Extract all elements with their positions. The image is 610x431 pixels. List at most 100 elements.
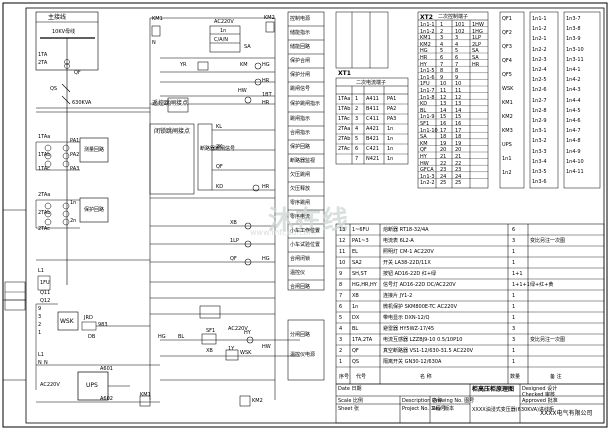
bom-cell: 6 <box>512 227 516 233</box>
bom-cell: 7 <box>339 293 343 299</box>
ctrl-label: WSK <box>240 350 252 356</box>
ctrl-label: 1n <box>220 28 227 34</box>
ctrl-label: HG <box>158 334 166 340</box>
main-wiring-header: 主接线 <box>48 14 67 21</box>
ctrl-label: KD <box>216 184 224 190</box>
xt2-cell: HG <box>420 48 428 55</box>
xt2-cell: 15 <box>455 114 462 121</box>
ta-label: 2TAa <box>38 192 51 198</box>
bom-cell: 4 <box>339 326 343 332</box>
drawing-subtitle: XXXX油浸式变压器(630KVA)进线柜 <box>472 407 554 413</box>
function-item: 储能回路 <box>290 44 311 50</box>
xt2-cell: HY <box>420 154 427 160</box>
tb-left-label: N <box>44 360 48 366</box>
pa-label: PA2 <box>70 152 80 158</box>
l1-label: L1 <box>38 268 44 274</box>
ctrl-label: HY <box>244 330 251 336</box>
xt2-cell: 7 <box>455 61 459 68</box>
bom-cell: SH,ST <box>352 271 367 277</box>
function-item: 控制电源 <box>290 16 311 22</box>
drawing-title: 柜高压柜原理图 <box>472 386 515 393</box>
bom-cell: 开关 LA38-22D/11X <box>383 260 431 266</box>
xt2-cell: 12 <box>455 94 462 101</box>
bom-cell: 1 <box>512 260 516 266</box>
bom-cell: BL <box>352 326 359 332</box>
xt1-cell: PA2 <box>387 106 397 112</box>
bom-cell: 照明灯 CM-1 AC220V <box>383 249 434 255</box>
xt2-cell: 1HW <box>472 22 484 28</box>
xt1-cell: C421 <box>366 146 380 152</box>
xt2-cell: 3 <box>440 35 444 42</box>
xt2-cell: SF1 <box>420 121 430 127</box>
tb-label: Scale 比例 <box>338 398 364 404</box>
xt2-cell: SA <box>472 48 479 55</box>
function-item: 零序跳闸 <box>290 200 311 206</box>
function-item: 合闸回路 <box>290 284 311 290</box>
xt1-cell: 2TAc <box>338 146 350 152</box>
right-list-item: 1n2-4 <box>532 67 547 73</box>
ctrl-label: XB <box>230 220 237 226</box>
bom-cell: 1+1+1 <box>512 282 530 288</box>
ct2-label: 2TA <box>38 60 48 66</box>
function-item: 温控仪 <box>290 270 306 276</box>
xt2-cell: 16 <box>455 121 462 127</box>
xt2-cell: 8 <box>455 68 459 75</box>
bom-cell: 5 <box>339 315 343 321</box>
right-list-item: QF5 <box>502 72 512 78</box>
xt2-cell: 4 <box>440 41 444 48</box>
xt1-cell: B421 <box>366 136 379 142</box>
bom-cell: 按钮 AD16-22D 红+绿 <box>383 271 437 277</box>
ctrl-label: 1LP <box>230 238 239 244</box>
right-list-item: 1n2-3 <box>532 56 547 63</box>
ctrl-label: KM2 <box>264 15 275 21</box>
watermark-brand: 沐在线 <box>268 206 350 236</box>
xt1-cell: 3 <box>355 116 359 122</box>
tb-label: Designed 设计 <box>522 386 558 392</box>
tb-label: Approved 批准 <box>522 398 558 404</box>
bom-cell: HG,HR,HY <box>352 282 377 288</box>
right-list-item: 1n4-2 <box>566 77 581 84</box>
right-list-item: QF1 <box>502 16 512 22</box>
right-list-item: 1n3-9 <box>566 36 581 43</box>
xt2-cell: KM2 <box>420 41 431 48</box>
right-list-item: 1n2-6 <box>532 87 547 94</box>
xt1-cell: N421 <box>366 156 380 162</box>
bom-cell: 12 <box>339 238 346 244</box>
tb-label: Drawing No. 图号 <box>432 398 475 404</box>
xt2-cell: 10 <box>440 81 447 88</box>
xt2-cell: HW <box>420 160 429 167</box>
ups-label: UPS <box>86 382 98 389</box>
xt2-cell: 2LP <box>472 41 481 48</box>
small-note: 983 <box>98 322 108 328</box>
right-list-item: 1n4-5 <box>566 107 581 114</box>
xt2-cell: 13 <box>440 101 447 108</box>
jrd-label: JRD <box>84 315 93 321</box>
xt1-cell: A421 <box>366 126 379 132</box>
function-item: 小车工作位置 <box>290 228 321 234</box>
right-list-item: 1n4-8 <box>566 138 581 145</box>
right-list-item: 1n4-10 <box>566 158 584 165</box>
xt2-cell: 22 <box>440 160 447 167</box>
right-list-item: 1n3-5 <box>532 169 547 175</box>
right-list-item: 1n4-3 <box>566 87 581 94</box>
function-item: 欠压释放 <box>290 186 311 192</box>
right-list-item: WSK <box>502 86 514 92</box>
ctrl-feature-label: 闭锁跳闸接点 <box>154 128 191 135</box>
xt2-cell: 9 <box>440 74 444 81</box>
ctrl-label: HG <box>262 256 270 262</box>
xt1-cell: 6 <box>355 146 359 152</box>
xt2-cell: 16 <box>440 121 447 127</box>
ctrl-label: BL <box>178 334 185 340</box>
right-list-item: 1n4-11 <box>566 169 584 175</box>
ta-label: 1TAa <box>38 134 51 140</box>
xt2-cell: QF <box>420 147 427 154</box>
bom-cell: 信号灯 AD16-22D DC/AC220V <box>383 282 456 288</box>
small-note: A601 <box>100 366 113 372</box>
bom-cell: 避雷器 HY5WZ-17/45 <box>383 326 435 332</box>
ctrl-label: 1BT <box>262 92 272 98</box>
ctrl-label: QF <box>230 256 237 262</box>
xt2-cell: 15 <box>440 114 447 121</box>
xt1-cell: 1n <box>387 146 394 152</box>
xt2-cell: 12 <box>440 94 447 101</box>
